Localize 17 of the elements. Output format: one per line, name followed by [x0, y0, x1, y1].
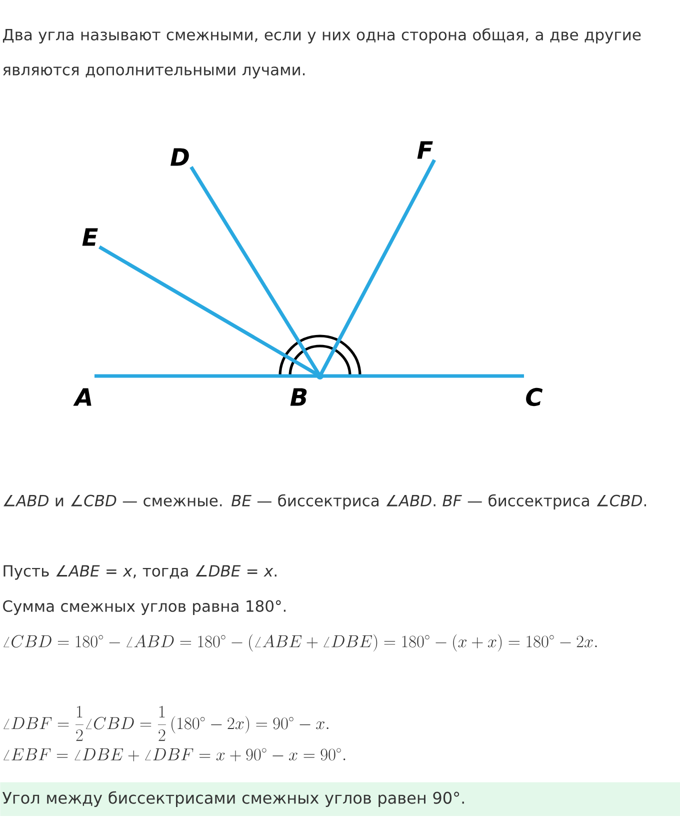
ray	[94, 374, 320, 378]
formula-line: $\angle DBF=\frac{1}{2}\angle CBD=\frac{1}{2}\left(180^\circ-2x\right)=90^\circ-x.$	[4, 706, 328, 741]
ray	[320, 374, 524, 378]
point-label: D	[170, 148, 189, 166]
formula-line: $\angle CBD=180^\circ-\angle ABD=180^\circ-(\angle ABE+\angle DBE)=180^\circ-(x+x)=180^\circ-2x.$	[4, 634, 597, 652]
ray	[318, 159, 436, 377]
point-label: E	[82, 228, 98, 246]
text-paragraph: Сумма смежных углов равна 180°.	[3, 600, 286, 615]
text-paragraph: Пусть ∠ABE = x, тогда ∠DBE = x.	[4, 565, 276, 580]
point-label: F	[417, 141, 433, 159]
conclusion-banner: Угол между биссектрисами смежных углов равен 90°.	[0, 782, 680, 816]
text-paragraph: ∠ABD и ∠CBD — смежные. BE — биссектриса ∠ABD. BF — биссектриса ∠CBD.	[4, 494, 646, 510]
formula-line: $\angle EBF=\angle DBE+\angle DBF=x+90^\circ-x=90^\circ.$	[4, 748, 346, 762]
point-label: C	[526, 388, 543, 406]
point-label: B	[290, 388, 307, 406]
point-label: A	[73, 388, 92, 406]
text-paragraph: Два угла называют смежными, если у них одна сторона общая, а две другие являются дополнительными лучами.	[2, 28, 641, 78]
